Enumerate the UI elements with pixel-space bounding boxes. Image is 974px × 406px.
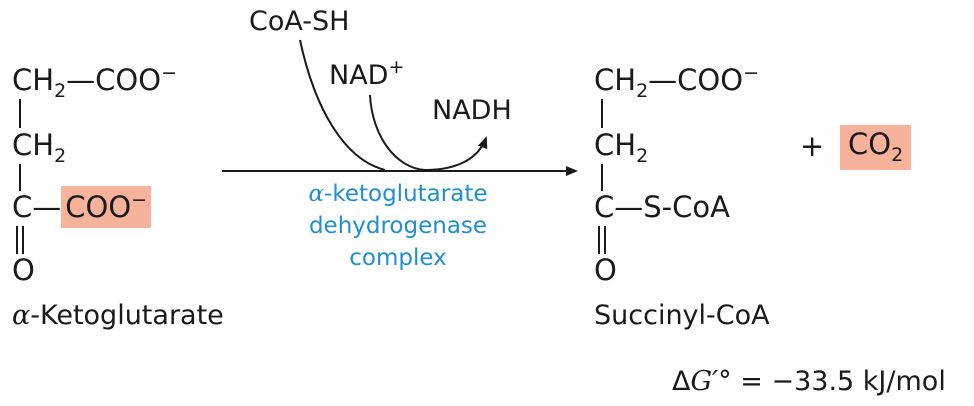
product-coo-top: —COO <box>648 63 744 97</box>
delta-g-equation: ΔG′° = −33.5 kJ/mol <box>672 368 946 395</box>
reactant-row1: CH2—COO− <box>12 63 177 101</box>
enzyme-line-2: dehydrogenase <box>308 213 488 239</box>
enzyme-greek: α <box>308 181 325 207</box>
delta-symbol: Δ <box>672 366 691 397</box>
product-ch2-mid-sub: 2 <box>636 145 649 167</box>
nad-charge: + <box>388 56 405 78</box>
reactant-double-bond-b <box>22 226 24 254</box>
reactant-ch2-mid-sub: 2 <box>54 145 67 167</box>
reactant-carbonyl-c: C <box>12 190 33 224</box>
product-s-coa: —S-CoA <box>614 190 730 224</box>
reactant-coo-highlight-text: COO <box>65 190 132 224</box>
product-double-bond-a <box>598 226 600 254</box>
product-bond-1 <box>601 99 603 128</box>
reactant-coo-highlight-charge: − <box>131 189 148 211</box>
reactant-bond-1 <box>19 99 21 128</box>
product-name: Succinyl-CoA <box>594 300 770 331</box>
product-coo-top-charge: − <box>743 62 759 84</box>
plus-sign: + <box>800 129 825 163</box>
enzyme-label: α-ketoglutarate dehydrogenase complex <box>288 178 508 274</box>
reactant-row2: CH2 <box>12 128 66 166</box>
product-carbonyl-c: C <box>594 190 615 224</box>
product-row3: C—S-CoA <box>594 193 730 222</box>
reactant-c-bond: — <box>32 190 62 224</box>
coa-sh-entry-curve <box>299 39 386 171</box>
co2-highlight: CO2 <box>840 125 912 170</box>
reactant-name-greek: α <box>12 300 31 331</box>
reactant-double-bond-a <box>16 226 18 254</box>
g-prime-symbol: G′° <box>690 366 732 397</box>
reactant-ch2-top: CH <box>12 63 55 97</box>
product-bond-2 <box>601 164 603 191</box>
reactant-ch2-mid: CH <box>12 128 55 162</box>
reactant-oxygen: O <box>12 253 35 287</box>
reactant-coo-top-charge: − <box>161 62 177 84</box>
enzyme-line-3: complex <box>349 245 447 271</box>
nadh-exit-curve <box>424 136 488 171</box>
product-double-bond-b <box>604 226 606 254</box>
reactant-row3: C—COO− <box>12 186 152 228</box>
reactant-name-text: -Ketoglutarate <box>30 300 224 331</box>
reactant-coo-top: —COO <box>66 63 162 97</box>
nad-entry-curve <box>369 94 426 171</box>
product-row2: CH2 <box>594 128 648 166</box>
product-ch2-mid: CH <box>594 128 637 162</box>
nadh-label: NADH <box>432 95 512 126</box>
enzyme-line-1: α-ketoglutarate <box>288 178 508 210</box>
reactant-name: α-Ketoglutarate <box>12 302 224 329</box>
product-ch2-top-sub: 2 <box>636 80 649 102</box>
nad-text: NAD <box>329 60 389 91</box>
product-ch2-top: CH <box>594 63 637 97</box>
enzyme-line-1-text: -ketoglutarate <box>324 181 488 207</box>
reactant-ch2-top-sub: 2 <box>54 80 67 102</box>
product-oxygen: O <box>594 253 617 287</box>
reactant-bond-2 <box>19 164 21 191</box>
product-row1: CH2—COO− <box>594 63 759 101</box>
co2-sub: 2 <box>891 144 904 166</box>
nad-label: NAD+ <box>329 58 404 91</box>
co2-formula: CO <box>848 127 892 161</box>
coa-sh-label: CoA-SH <box>249 6 350 37</box>
delta-g-value: = −33.5 kJ/mol <box>731 366 946 397</box>
reactant-highlighted-coo: COO− <box>61 186 152 228</box>
